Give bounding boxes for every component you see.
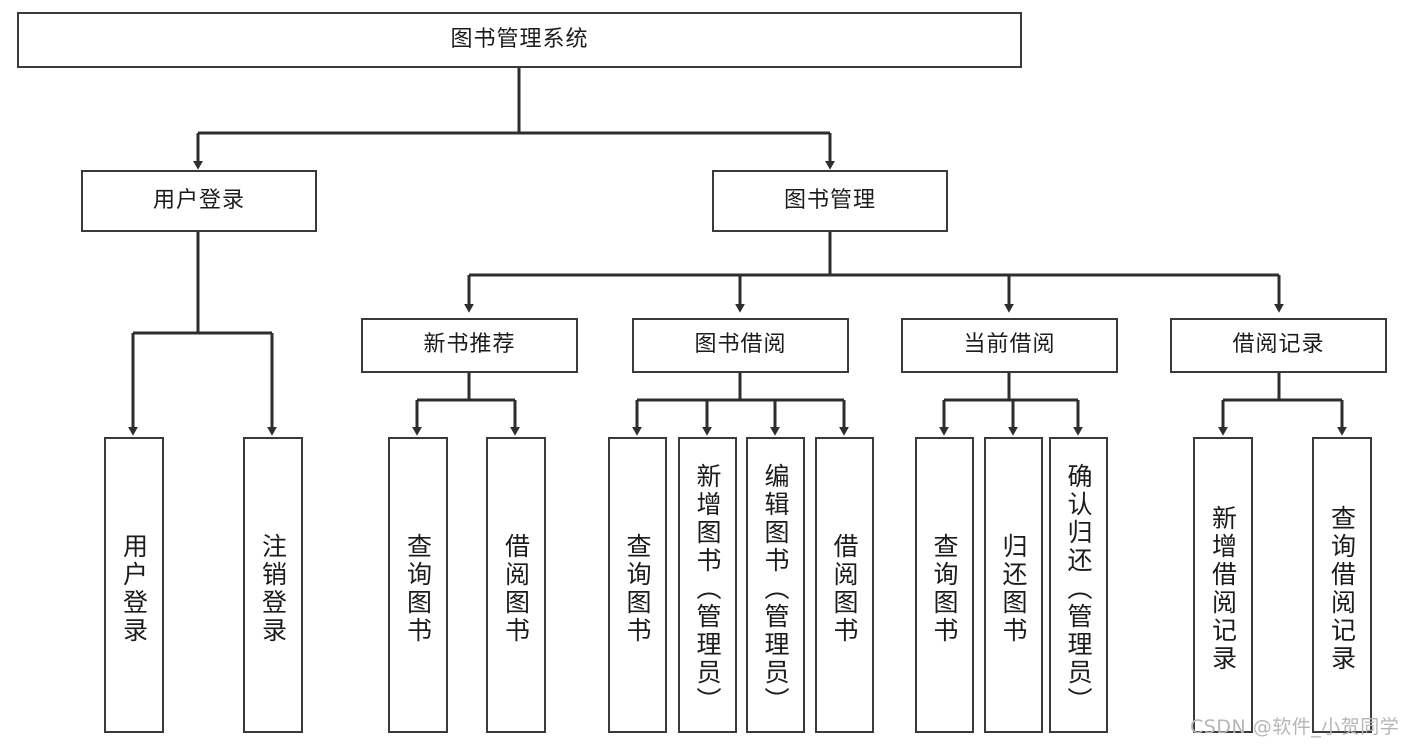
leaf-current-borrow-confirm-return[interactable]: 确认归还（管理员） bbox=[1049, 437, 1108, 733]
node-current-borrow[interactable]: 当前借阅 bbox=[901, 318, 1118, 373]
leaf-book-borrow-query-label: 查询图书 bbox=[623, 533, 652, 645]
leaf-current-borrow-query-label: 查询图书 bbox=[930, 533, 959, 645]
node-current-borrow-label: 当前借阅 bbox=[963, 332, 1056, 358]
leaf-user-login-signout[interactable]: 注销登录 bbox=[243, 437, 303, 733]
leaf-current-borrow-confirm-return-label: 确认归还（管理员） bbox=[1064, 463, 1093, 715]
leaf-borrow-record-query-label: 查询借阅记录 bbox=[1327, 505, 1357, 673]
node-borrow-record[interactable]: 借阅记录 bbox=[1170, 318, 1387, 373]
leaf-book-borrow-query[interactable]: 查询图书 bbox=[608, 437, 667, 733]
node-book-borrow[interactable]: 图书借阅 bbox=[632, 318, 849, 373]
leaf-current-borrow-return-label: 归还图书 bbox=[999, 533, 1028, 645]
node-user-login[interactable]: 用户登录 bbox=[81, 170, 317, 232]
node-book-management-label: 图书管理 bbox=[783, 187, 876, 213]
leaf-borrow-record-add[interactable]: 新增借阅记录 bbox=[1193, 437, 1253, 733]
node-book-borrow-label: 图书借阅 bbox=[694, 332, 787, 358]
leaf-borrow-record-add-label: 新增借阅记录 bbox=[1208, 505, 1238, 673]
node-new-book-recommend[interactable]: 新书推荐 bbox=[361, 318, 578, 373]
leaf-book-borrow-edit-label: 编辑图书（管理员） bbox=[761, 463, 790, 715]
node-borrow-record-label: 借阅记录 bbox=[1232, 332, 1325, 358]
node-book-management[interactable]: 图书管理 bbox=[712, 170, 948, 232]
leaf-new-book-query-label: 查询图书 bbox=[403, 533, 433, 645]
node-user-login-label: 用户登录 bbox=[152, 187, 245, 213]
leaf-new-book-borrow-label: 借阅图书 bbox=[501, 533, 531, 645]
node-root-system-label: 图书管理系统 bbox=[450, 26, 589, 52]
leaf-new-book-borrow[interactable]: 借阅图书 bbox=[486, 437, 546, 733]
leaf-current-borrow-query[interactable]: 查询图书 bbox=[915, 437, 974, 733]
leaf-user-login-signout-label: 注销登录 bbox=[258, 533, 288, 645]
leaf-book-borrow-lend-label: 借阅图书 bbox=[830, 533, 859, 645]
leaf-current-borrow-return[interactable]: 归还图书 bbox=[984, 437, 1043, 733]
leaf-book-borrow-add-label: 新增图书（管理员） bbox=[693, 463, 722, 715]
leaf-user-login-signin[interactable]: 用户登录 bbox=[104, 437, 164, 733]
node-new-book-recommend-label: 新书推荐 bbox=[423, 332, 516, 358]
leaf-user-login-signin-label: 用户登录 bbox=[119, 533, 149, 645]
leaf-book-borrow-add[interactable]: 新增图书（管理员） bbox=[678, 437, 737, 733]
leaf-new-book-query[interactable]: 查询图书 bbox=[388, 437, 448, 733]
csdn-watermark: CSDN @软件_小贺同学 bbox=[1190, 716, 1400, 738]
node-root-system[interactable]: 图书管理系统 bbox=[17, 12, 1022, 68]
leaf-borrow-record-query[interactable]: 查询借阅记录 bbox=[1312, 437, 1372, 733]
leaf-book-borrow-edit[interactable]: 编辑图书（管理员） bbox=[746, 437, 805, 733]
leaf-book-borrow-lend[interactable]: 借阅图书 bbox=[815, 437, 874, 733]
